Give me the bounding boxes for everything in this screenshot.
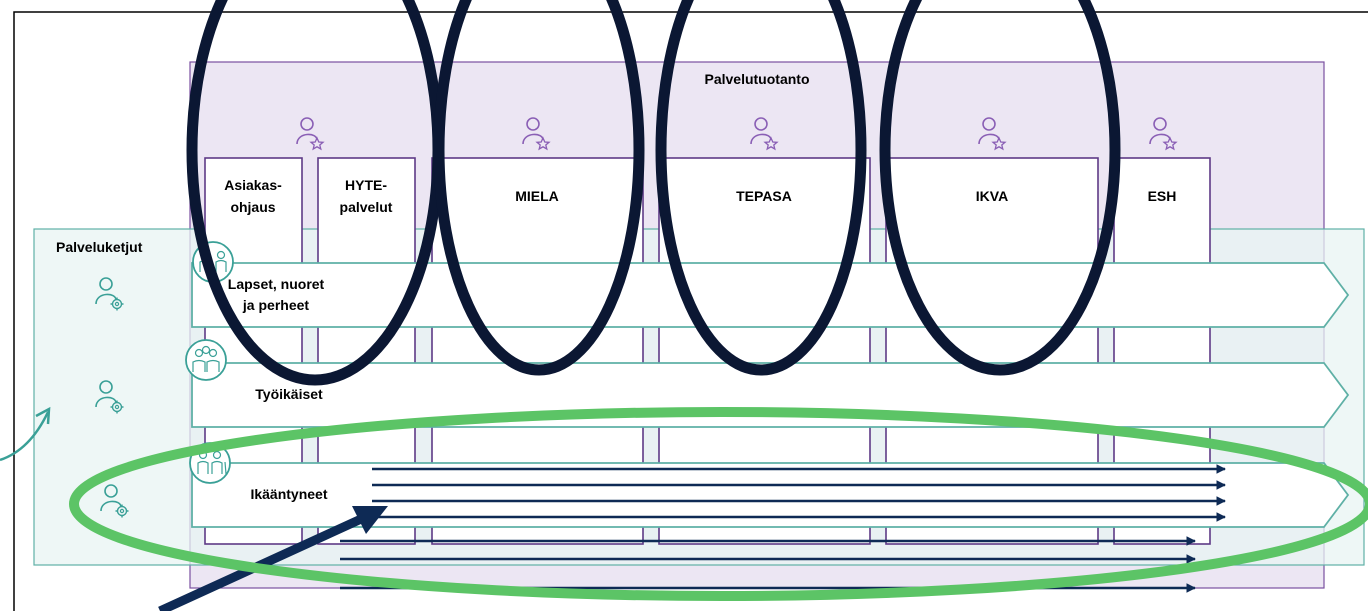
chain-arrow-children [191, 262, 1350, 328]
unit-label-asiakasohjaus-line1: Asiakas- [224, 177, 282, 193]
highlight-ellipse-tepasa [655, 0, 867, 376]
chain-arrow-workers [191, 362, 1350, 428]
highlight-ellipse-elderly [69, 407, 1368, 601]
pointer-arrow-head [352, 506, 388, 534]
chains-title: Palveluketjut [56, 239, 143, 255]
unit-label-tepasa: TEPASA [736, 188, 792, 204]
unit-label-esh: ESH [1148, 188, 1177, 204]
unit-label-miela: MIELA [515, 188, 559, 204]
chain-arrow-elderly [191, 462, 1350, 528]
teal-pointer-arrowhead [35, 406, 51, 425]
pointer-arrow-shaft [158, 509, 374, 611]
production-title: Palvelutuotanto [704, 71, 809, 87]
highlight-ellipse-miela [433, 0, 645, 376]
chain-label-workers: Työikäiset [255, 386, 323, 402]
unit-label-asiakasohjaus-line2: ohjaus [230, 199, 275, 215]
chain-label-children-line2: ja perheet [242, 297, 309, 313]
workers-icon [185, 339, 227, 381]
unit-label-hyte-line1: HYTE- [345, 177, 387, 193]
chain-label-children-line1: Lapset, nuoret [228, 276, 325, 292]
highlight-ellipse-ikva [879, 0, 1121, 376]
chain-label-elderly: Ikääntyneet [250, 486, 327, 502]
unit-label-ikva: IKVA [976, 188, 1008, 204]
teal-pointer-arrow [0, 411, 50, 462]
highlight-ellipses [186, 0, 1121, 386]
unit-label-hyte-line2: palvelut [340, 199, 393, 215]
